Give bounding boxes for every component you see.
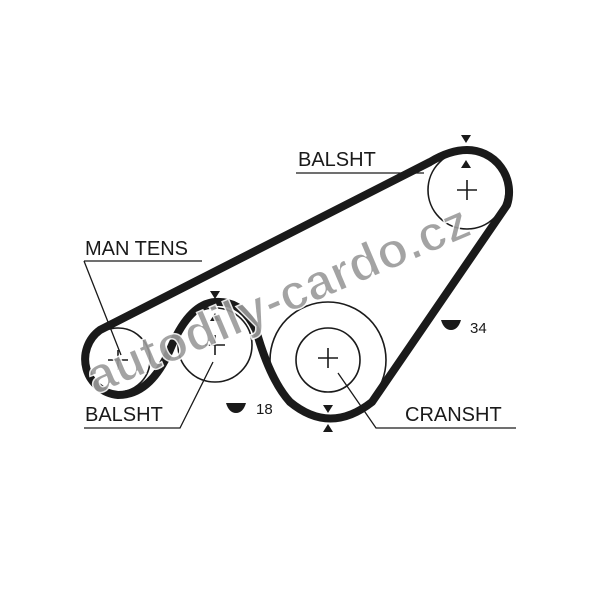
teeth-count-18: 18 <box>256 401 273 418</box>
pulley-crank-inner <box>295 327 361 393</box>
watermark: autodily-cardo.cz <box>77 193 477 405</box>
label-balsht-bottom: BALSHT <box>85 404 163 426</box>
timing-belt <box>81 145 513 423</box>
pulley-balsht-bottom <box>177 307 253 383</box>
label-cranshft: CRANSHT <box>405 404 502 426</box>
tooth-icon-34 <box>441 320 461 330</box>
teeth-count-34: 34 <box>470 320 487 337</box>
leader-lines <box>83 172 516 429</box>
tooth-icon-18 <box>226 403 246 413</box>
center-marks <box>108 180 477 370</box>
label-man-tens: MAN TENS <box>85 238 188 260</box>
timing-marks <box>210 135 471 432</box>
label-balsht-top: BALSHT <box>298 149 376 171</box>
